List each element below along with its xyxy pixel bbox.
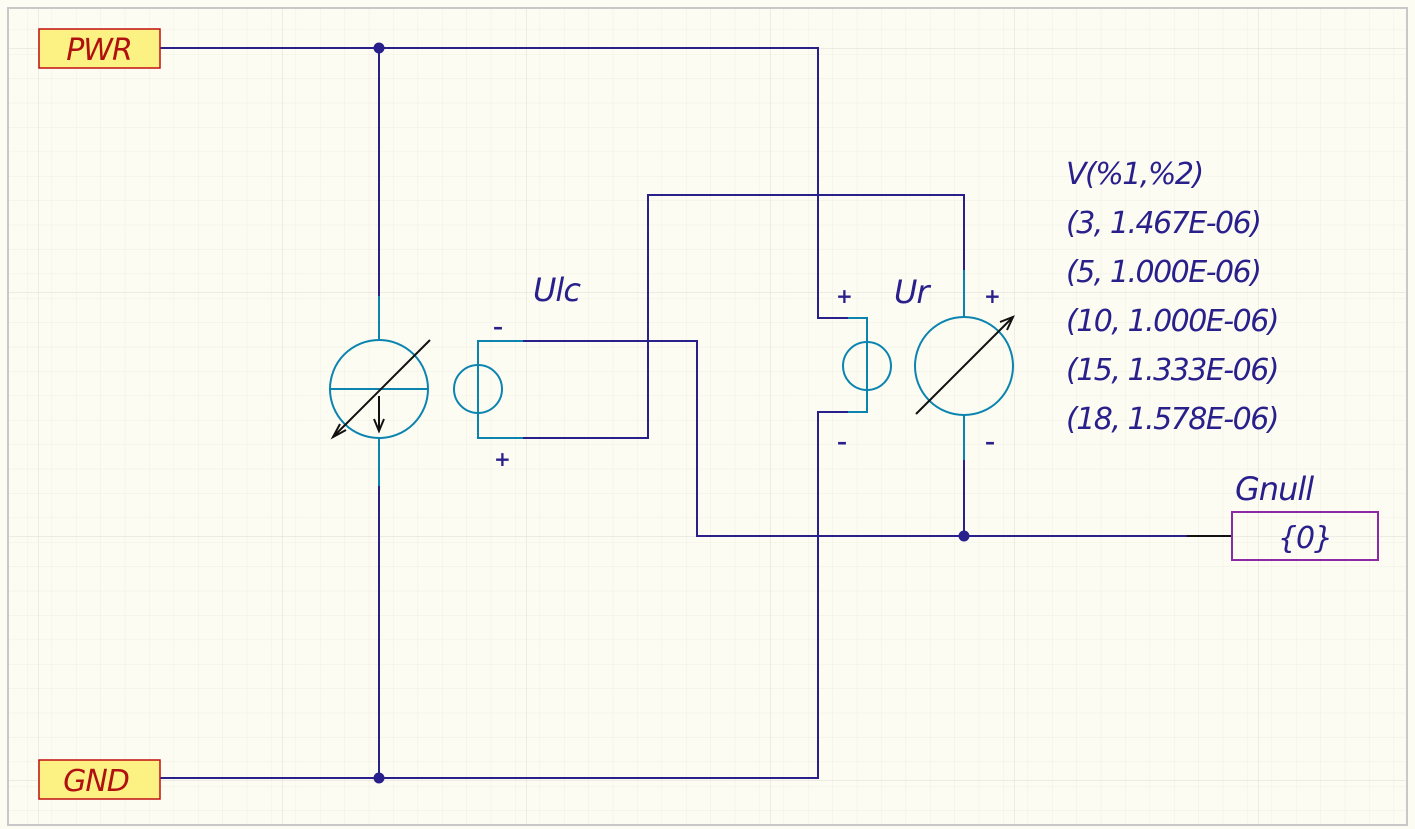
wire-ulc-minus[interactable] — [523, 340, 1187, 537]
ur-left-plus-sign: + — [836, 284, 853, 308]
port-pwr-box — [39, 29, 160, 68]
ur-right-minus-sign: – — [985, 430, 995, 454]
ulc-plus-sign: + — [494, 447, 511, 471]
port-gnd[interactable]: GND — [38, 759, 161, 800]
annotation-row: (3, 1.467E-06) — [1066, 206, 1260, 241]
measurement-annotation: V(%1,%2) (3, 1.467E-06) (5, 1.000E-06) (… — [1066, 157, 1280, 437]
variable-voltage-source-ur[interactable]: Ur + – — [894, 270, 1015, 460]
ur-source-circle — [914, 316, 1014, 416]
port-pwr-label: PWR — [66, 33, 132, 68]
voltage-probe-ulc[interactable]: Ulc – + — [453, 271, 582, 471]
annotation-row: (18, 1.578E-06) — [1066, 402, 1278, 437]
ulc-probe-leads — [477, 340, 523, 439]
gnull-name: Gnull — [1235, 470, 1314, 508]
grid — [8, 8, 1407, 825]
ur-left-probe-leads — [848, 317, 868, 413]
wires — [160, 47, 1187, 779]
annotation-row: (10, 1.000E-06) — [1066, 304, 1278, 339]
wire-pwr-net[interactable] — [160, 47, 848, 319]
wire-gnd-net[interactable] — [160, 411, 848, 779]
ur-right-plus-sign: + — [984, 284, 1001, 308]
ur-variable-arrow — [915, 316, 1014, 415]
junction-pwr[interactable] — [373, 42, 385, 54]
ur-ref-label: Ur — [894, 273, 931, 311]
gnull-box — [1231, 511, 1379, 561]
variable-current-source[interactable] — [329, 296, 431, 486]
port-gnd-label: GND — [63, 764, 129, 799]
annotation-title: V(%1,%2) — [1066, 157, 1203, 192]
voltage-probe-ur-left[interactable]: + – — [836, 284, 892, 454]
wire-ulc-plus[interactable] — [523, 194, 965, 439]
sheet-border — [7, 7, 1408, 826]
gnull-value: {0} — [1278, 521, 1332, 556]
gnull-reference[interactable]: {0} Gnull — [1187, 470, 1379, 561]
ulc-minus-sign: – — [493, 315, 503, 339]
port-gnd-box — [39, 760, 160, 799]
junction-gnull[interactable] — [958, 530, 970, 542]
ulc-ref-label: Ulc — [533, 271, 581, 309]
ur-left-probe-circle — [842, 341, 892, 391]
ur-left-minus-sign: – — [837, 430, 847, 454]
junctions — [373, 42, 970, 784]
variable-arrow — [332, 339, 431, 438]
annotation-row: (15, 1.333E-06) — [1066, 353, 1278, 388]
port-pwr[interactable]: PWR — [38, 28, 161, 69]
junction-gnd[interactable] — [373, 772, 385, 784]
annotation-row: (5, 1.000E-06) — [1066, 255, 1260, 290]
